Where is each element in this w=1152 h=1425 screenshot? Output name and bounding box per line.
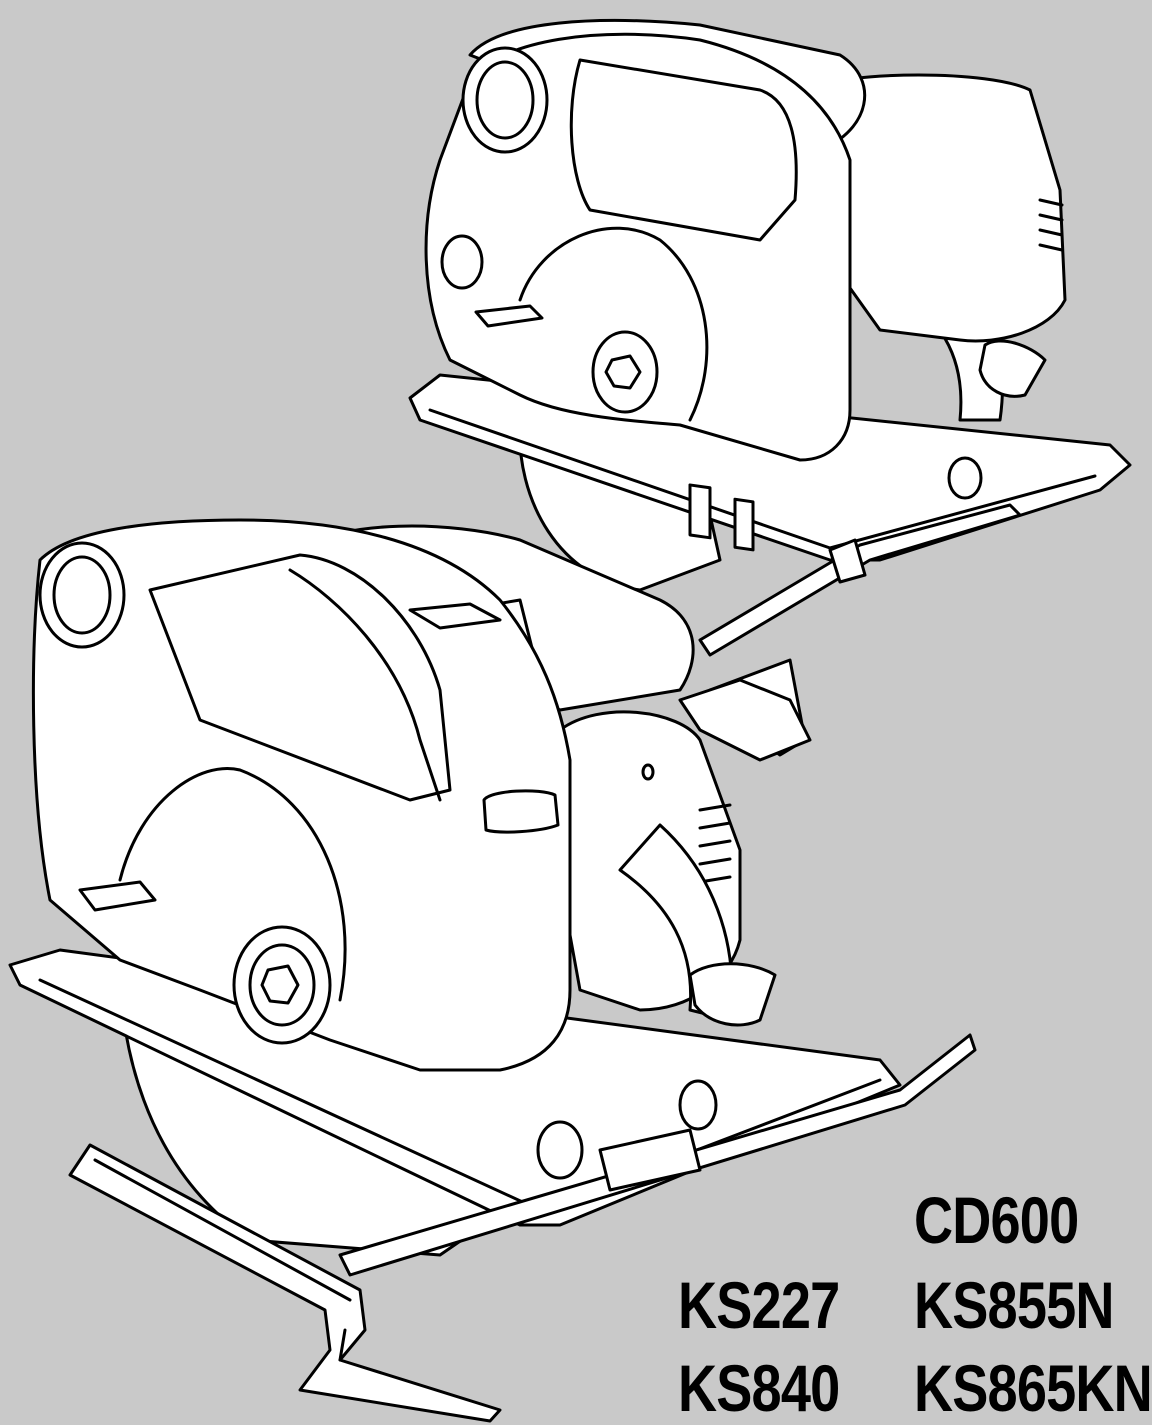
upper-saw-vents (1038, 198, 1064, 252)
upper-saw-arbor-nut (604, 354, 642, 390)
upper-saw-guard-panel (569, 58, 798, 242)
lower-saw-guard-rib (288, 568, 442, 802)
upper-saw-slot-2 (733, 497, 755, 552)
lower-saw-dust-port-inner (52, 555, 112, 635)
lower-saw-vents (698, 803, 732, 884)
lower-saw-guard (31, 518, 572, 1072)
upper-saw-guide-rail (698, 503, 1022, 657)
upper-saw-knob (440, 234, 484, 290)
lower-saw-top-window (408, 602, 502, 630)
lower-saw-bevel-knob (688, 962, 777, 1027)
lower-saw-arbor-nut (260, 964, 300, 1005)
lower-saw-rip-fence-edge (93, 1158, 352, 1362)
lower-saw-rip-fence (68, 1143, 502, 1423)
upper-saw-depth-lever (474, 304, 544, 328)
upper-saw-slot-1 (688, 483, 712, 540)
model-ks865kn: KS865KN (914, 1351, 1152, 1425)
lower-circular-saw (8, 518, 977, 1423)
upper-saw-lower-guard (518, 226, 709, 422)
lower-saw-side-switch (482, 789, 560, 834)
upper-saw-base-edge (428, 408, 1097, 550)
circular-saws-illustration (8, 18, 1132, 1423)
upper-saw-dust-port-inner (475, 60, 535, 140)
lower-saw-rail-clamp-1 (536, 1120, 584, 1180)
upper-saw-rail-slide (828, 538, 867, 584)
lower-saw-front-foot (678, 678, 812, 762)
manual-cover: CD600 KS227 KS855N KS840 KS865KN (8, 18, 1152, 1425)
model-ks840: KS840 (678, 1351, 840, 1425)
lower-saw-lower-guard (118, 767, 347, 1002)
lower-saw-rail-clamp-2 (678, 1079, 718, 1131)
upper-saw-bevel-knob (978, 339, 1047, 398)
upper-circular-saw (408, 18, 1132, 757)
model-ks855n: KS855N (914, 1268, 1114, 1342)
model-cd600: CD600 (914, 1183, 1079, 1257)
model-ks227: KS227 (678, 1268, 840, 1342)
upper-saw-rail-clamp (947, 456, 983, 500)
lower-saw-depth-lever (78, 880, 157, 912)
lower-saw-rail-slide (598, 1128, 702, 1192)
lower-saw-guide-rail (338, 1033, 977, 1277)
lower-saw-guard-panel (148, 553, 452, 802)
lower-saw-screw (641, 763, 655, 781)
upper-saw-motor-housing (798, 73, 1067, 343)
